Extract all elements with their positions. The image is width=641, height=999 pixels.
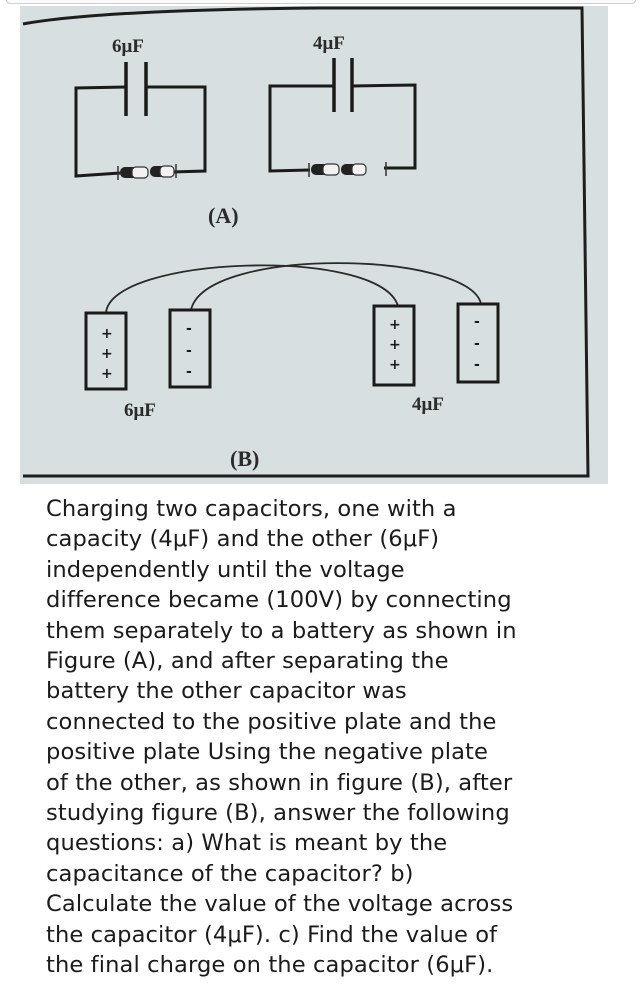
wire-positive-to-positive <box>105 264 399 314</box>
circuit-diagram: 6μF 4μF (A) <box>22 6 590 478</box>
svg-text:-: - <box>474 336 480 352</box>
svg-text:+: + <box>389 337 401 353</box>
wire-negative-to-negative <box>190 262 482 311</box>
caption-b: (B) <box>230 446 259 471</box>
svg-text:-: - <box>474 314 480 330</box>
circuit-a-left: 6μF <box>74 36 207 180</box>
question-line: capacity (4μF) and the other (6μF) <box>46 526 440 553</box>
svg-text:+: + <box>389 317 401 333</box>
question-line: difference became (100V) by connecting <box>46 587 512 614</box>
question-line: battery the other capacitor was <box>46 678 407 705</box>
figure-frame <box>22 6 590 478</box>
plate-6uf-negative <box>168 308 212 389</box>
question-line: questions: a) What is meant by the <box>46 830 448 857</box>
label-b-4uf: 4μF <box>412 394 444 415</box>
circuit-b: + + + - - - + + + - - - 6μF 4μF <box>84 262 500 421</box>
battery-icon <box>308 162 387 177</box>
svg-text:+: + <box>101 346 113 362</box>
question-line: of the other, as shown in figure (B), af… <box>46 769 513 796</box>
svg-text:-: - <box>186 321 192 337</box>
plate-6uf-positive <box>84 311 128 391</box>
circuit-a-right: 4μF <box>268 33 417 177</box>
svg-text:-: - <box>474 357 480 373</box>
svg-text:+: + <box>389 357 401 373</box>
plate-4uf-negative <box>456 302 500 384</box>
caption-a: (A) <box>208 203 239 228</box>
svg-text:-: - <box>186 364 192 380</box>
top-edge-bar <box>6 0 636 4</box>
plate-4uf-positive <box>372 304 416 387</box>
question-text: Charging two capacitors, one with a capa… <box>46 494 636 981</box>
question-line: Figure (A), and after separating the <box>46 648 449 675</box>
question-line: studying figure (B), answer the followin… <box>46 800 510 827</box>
label-a-6uf: 6μF <box>112 36 144 57</box>
svg-text:+: + <box>101 366 113 382</box>
question-line: capacitance of the capacitor? b) <box>46 860 414 887</box>
question-line: the capacitor (4μF). c) Find the value o… <box>46 921 498 948</box>
circuit-figure: 6μF 4μF (A) <box>20 6 608 484</box>
battery-icon <box>117 164 177 180</box>
question-line: Calculate the value of the voltage acros… <box>46 891 514 918</box>
question-line: the final charge on the capacitor (6μF). <box>46 952 494 979</box>
svg-text:+: + <box>101 326 113 342</box>
question-line: connected to the positive plate and the <box>46 708 497 735</box>
label-a-4uf: 4μF <box>313 33 345 54</box>
svg-text:-: - <box>186 343 192 359</box>
question-line: positive plate Using the negative plate <box>46 739 489 766</box>
question-line: independently until the voltage <box>46 556 405 583</box>
question-line: them separately to a battery as shown in <box>46 617 517 644</box>
label-b-6uf: 6μF <box>124 400 156 421</box>
question-line: Charging two capacitors, one with a <box>46 496 457 522</box>
